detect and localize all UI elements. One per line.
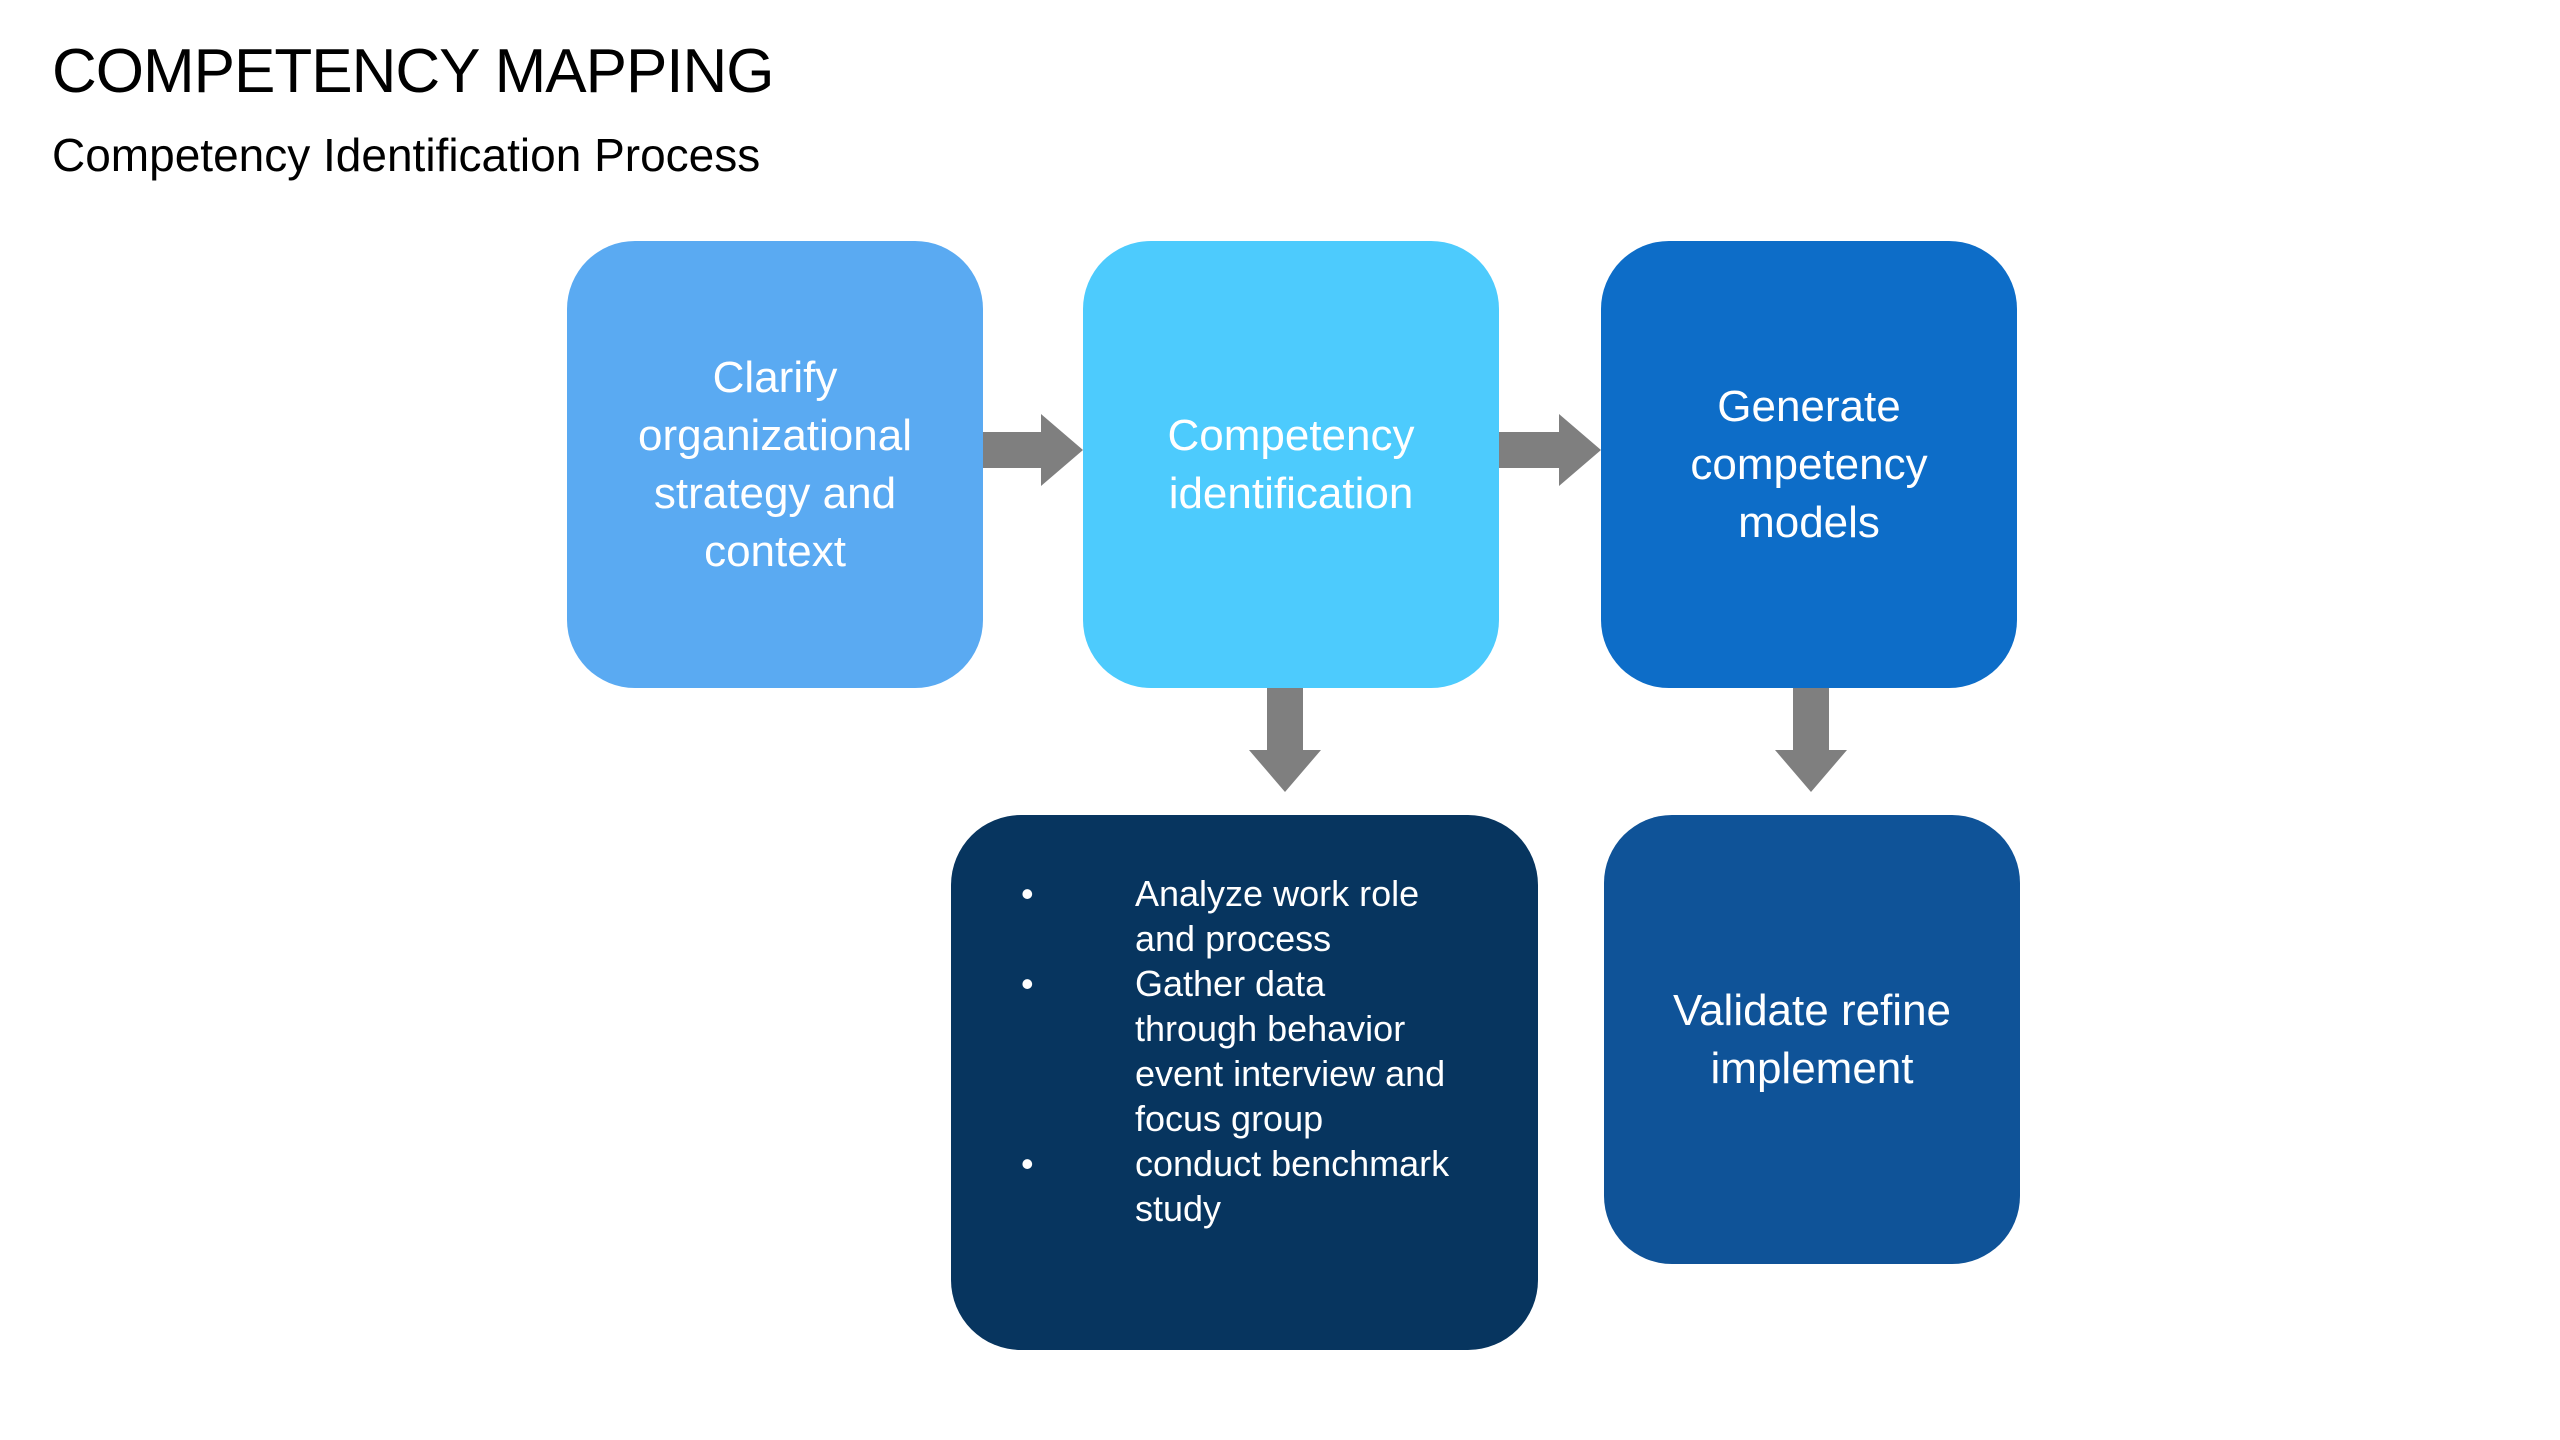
step-validate-box: Validate refine implement	[1604, 815, 2020, 1264]
activities-list: • Analyze work role and process • Gather…	[1021, 871, 1451, 1231]
bullet-icon: •	[1021, 1143, 1034, 1184]
arrow-right-icon	[983, 414, 1083, 486]
arrow-down-icon	[1775, 688, 1847, 792]
arrow-down-icon	[1249, 688, 1321, 792]
bullet-icon: •	[1021, 963, 1034, 1004]
step-generate-label: Generate competency models	[1690, 381, 1928, 547]
activity-text: Analyze work role and process	[1135, 873, 1420, 959]
step-generate-box: Generate competency models	[1601, 241, 2017, 688]
arrow-right-icon	[1499, 414, 1601, 486]
activity-text: Gather data through behavior event inter…	[1135, 963, 1446, 1139]
page-title: COMPETENCY MAPPING	[52, 37, 775, 106]
activities-box: • Analyze work role and process • Gather…	[951, 815, 1538, 1350]
step-identification-label: Competency identification	[1167, 410, 1415, 518]
page-subtitle: Competency Identification Process	[52, 129, 761, 181]
bullet-icon: •	[1021, 873, 1034, 914]
activity-item: • Gather data through behavior event int…	[1021, 961, 1451, 1141]
activity-item: • conduct benchmark study	[1021, 1141, 1451, 1231]
step-clarify-label: Clarify organizational strategy and cont…	[638, 352, 912, 576]
activity-item: • Analyze work role and process	[1021, 871, 1451, 961]
step-identification-box: Competency identification	[1083, 241, 1499, 688]
step-validate-label: Validate refine implement	[1672, 985, 1952, 1093]
step-clarify-box: Clarify organizational strategy and cont…	[567, 241, 983, 688]
activity-text: conduct benchmark study	[1135, 1143, 1450, 1229]
